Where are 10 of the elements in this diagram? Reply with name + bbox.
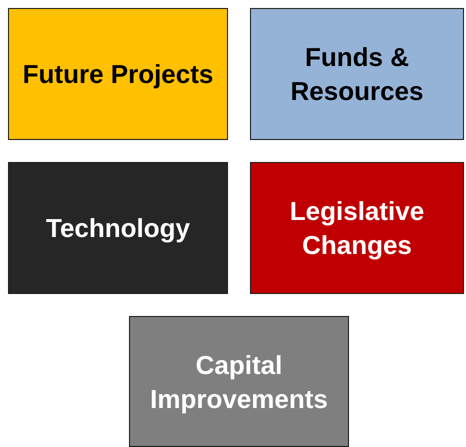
box-label: Technology — [46, 212, 190, 245]
category-box — [250, 162, 464, 294]
box-label: Funds & Resources — [290, 41, 424, 108]
box-label: Capital Improvements — [149, 348, 329, 416]
category-box — [8, 8, 228, 140]
box-label: Future Projects — [22, 58, 214, 91]
category-box — [129, 316, 349, 447]
box-label: Legislative Changes — [288, 195, 426, 262]
category-box — [8, 162, 228, 294]
category-box — [250, 8, 464, 140]
